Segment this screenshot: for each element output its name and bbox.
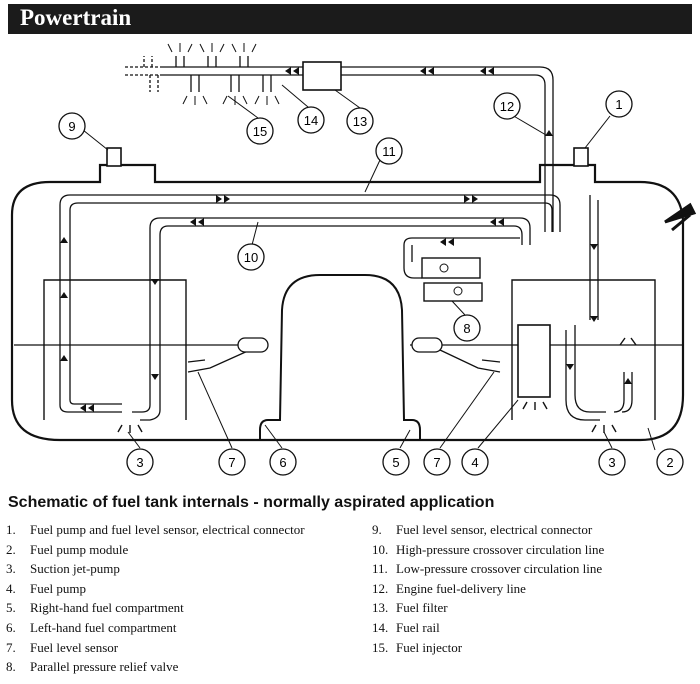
callout-4: 4 [461,448,489,476]
callout-3b: 3 [598,448,626,476]
callout-11: 11 [375,137,403,165]
legend-item: 13.Fuel filter [372,600,448,616]
fuel-filter [302,61,342,91]
fuel-level-sensor-connector [106,147,122,167]
legend-item: 12.Engine fuel-delivery line [372,580,526,596]
callout-7a: 7 [218,448,246,476]
fuel-tank-schematic: 1 2 3 3 4 5 6 7 7 8 9 10 11 12 13 14 15 [10,43,697,476]
fuel-level-sensor-right [439,349,501,373]
callout-15: 15 [246,117,274,145]
svg-text:6: 6 [279,455,286,470]
callout-6: 6 [269,448,297,476]
svg-text:7: 7 [433,455,440,470]
legend-item: 2.Fuel pump module [6,541,129,557]
svg-text:11: 11 [382,144,396,159]
callout-5: 5 [382,448,410,476]
fuel-pump-connector [573,147,589,167]
svg-text:13: 13 [353,114,367,129]
legend-item: 5.Right-hand fuel compartment [6,600,184,616]
svg-text:10: 10 [244,250,258,265]
legend-item: 6.Left-hand fuel compartment [6,619,177,635]
svg-text:7: 7 [228,455,235,470]
legend-item: 11.Low-pressure crossover circulation li… [372,561,603,577]
svg-text:12: 12 [500,99,514,114]
pressure-relief-valve [421,257,481,279]
svg-text:14: 14 [304,113,318,128]
svg-text:8: 8 [463,321,470,336]
legend-item: 3.Suction jet-pump [6,561,120,577]
svg-text:5: 5 [392,455,399,470]
svg-text:4: 4 [471,455,478,470]
callout-12: 12 [493,92,521,120]
legend-item: 1.Fuel pump and fuel level sensor, elect… [6,522,305,537]
svg-text:1: 1 [615,97,622,112]
legend-right: 9.Fuel level sensor, electrical connecto… [372,522,604,659]
legend-item: 7.Fuel level sensor [6,639,119,655]
callout-3a: 3 [126,448,154,476]
fuel-level-sensor-left [187,349,251,373]
compartment-divider [259,274,421,440]
legend-item: 9.Fuel level sensor, electrical connecto… [372,522,593,537]
callout-9: 9 [58,112,86,140]
fuel-pump [517,324,551,398]
svg-text:9: 9 [68,119,75,134]
svg-text:15: 15 [253,124,267,139]
legend-item: 14.Fuel rail [372,619,440,635]
legend-item: 8.Parallel pressure relief valve [6,659,179,675]
callout-2: 2 [656,448,684,476]
callout-14: 14 [297,106,325,134]
svg-text:2: 2 [666,455,673,470]
svg-text:3: 3 [136,455,143,470]
callout-13: 13 [346,107,374,135]
callout-1: 1 [605,90,633,118]
callouts: 1 2 3 3 4 5 6 7 7 8 9 10 11 12 13 14 15 [58,90,684,476]
legend-item: 10.High-pressure crossover circulation l… [372,541,605,557]
callout-7b: 7 [423,448,451,476]
header-title: Powertrain [20,5,132,30]
callout-8: 8 [453,314,481,342]
svg-text:3: 3 [608,455,615,470]
tank-outline [10,163,685,442]
legend-left: 1.Fuel pump and fuel level sensor, elect… [6,522,305,679]
legend-item: 15.Fuel injector [372,639,463,655]
header-bar: Powertrain [8,4,692,34]
diagram-caption: Schematic of fuel tank internals - norma… [8,494,495,511]
callout-10: 10 [237,243,265,271]
legend-item: 4.Fuel pump [6,580,86,596]
